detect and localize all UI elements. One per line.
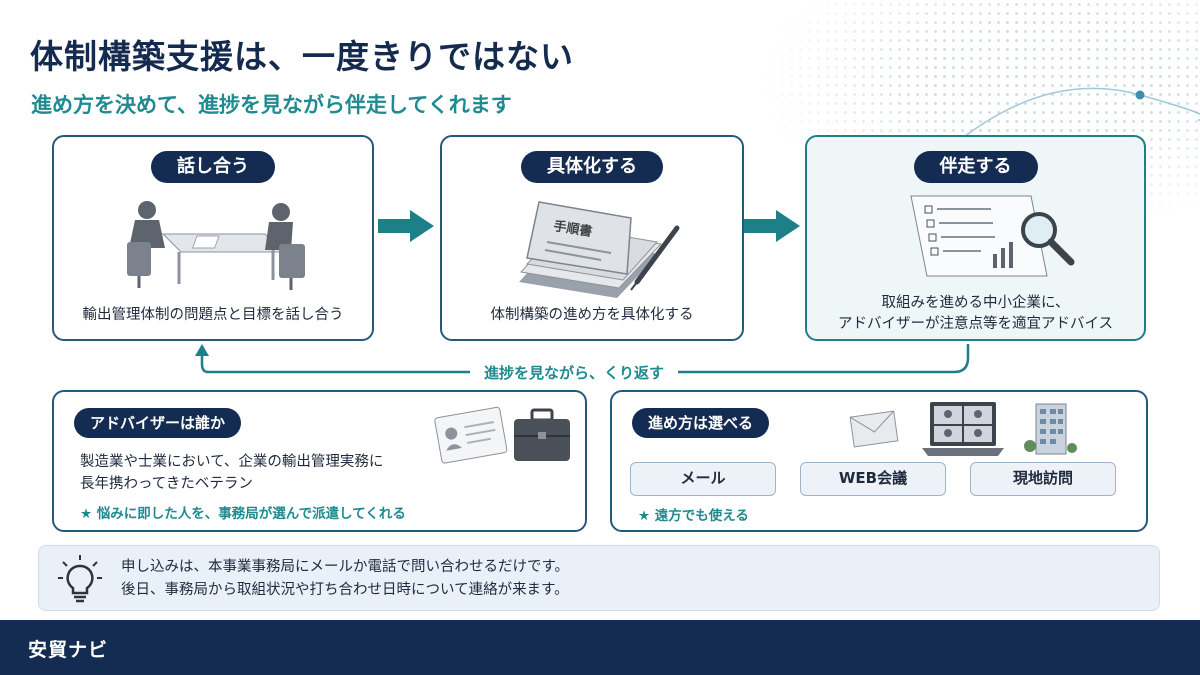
advisor-note: ★ 悩みに即した人を、事務局が選んで派遣してくれる — [80, 506, 406, 522]
methods-note: ★ 遠方でも使える — [638, 508, 749, 524]
footer-brand: 安貿ナビ — [28, 639, 109, 661]
advisor-text-line: 製造業や士業において、企業の輸出管理実務に — [80, 454, 384, 470]
step-description: 取組みを進める中小企業に、 アドバイザーが注意点等を適宜アドバイス — [815, 293, 1136, 335]
application-notice: 申し込みは、本事業事務局にメールか電話で問い合わせるだけです。 後日、事務局から… — [38, 545, 1160, 611]
advisor-text-line: 長年携わってきたベテラン — [80, 475, 253, 492]
envelope-icon — [849, 410, 899, 448]
office-building-icon — [1024, 403, 1077, 455]
book-title: 手順書 — [552, 218, 593, 240]
step-description-line: アドバイザーが注意点等を適宜アドバイス — [837, 316, 1114, 333]
advisor-heading: アドバイザーは誰か — [74, 408, 242, 438]
step-description: 体制構築の進め方を具体化する — [490, 307, 694, 323]
arrow-right-icon — [378, 210, 434, 242]
meeting-icon — [127, 201, 305, 290]
methods-heading: 進め方は選べる — [632, 408, 770, 438]
connection-arc-decoration — [959, 87, 1200, 141]
step-description-line: 取組みを進める中小企業に、 — [881, 295, 1070, 311]
id-card-icon — [434, 406, 508, 464]
advisor-panel: アドバイザーは誰か 製造業や士業において、企業の輸出管理実務に 長年携わってきた… — [52, 390, 587, 532]
advisor-text: 製造業や士業において、企業の輸出管理実務に 長年携わってきたベテラン — [80, 452, 383, 496]
step-label: 具体化する — [521, 151, 663, 183]
loop-label: 進捗を見ながら、くり返す — [470, 362, 679, 383]
manual-book-icon: 手順書 — [519, 201, 680, 298]
checklist-magnifier-icon — [909, 195, 1074, 277]
arrow-right-icon — [744, 210, 800, 242]
footer-bar: 安貿ナビ — [0, 620, 1200, 675]
step-card-discuss: 話し合う 輸出管理体制の問題点と目標を話し合う — [52, 135, 374, 341]
page-subtitle: 進め方を決めて、進捗を見ながら伴走してくれます — [31, 93, 512, 117]
lightbulb-icon — [58, 555, 102, 603]
method-site-visit-button[interactable]: 現地訪問 — [970, 462, 1116, 496]
notice-line: 後日、事務局から取組状況や打ち合わせ日時について連絡が来ます。 — [121, 582, 569, 599]
step-description: 輸出管理体制の問題点と目標を話し合う — [82, 307, 344, 323]
method-web-meeting-button[interactable]: WEB会議 — [800, 462, 946, 496]
page-title: 体制構築支援は、一度きりではない — [30, 37, 574, 76]
methods-panel: 進め方は選べる ★ 遠方でも使える — [610, 390, 1148, 532]
laptop-video-call-icon — [922, 402, 1004, 456]
step-card-accompany: 伴走する 取組みを進める中小企業に、 アドバイザーが注意点等を適宜アドバイス — [805, 135, 1146, 341]
step-label: 伴走する — [913, 151, 1038, 183]
notice-text: 申し込みは、本事業事務局にメールか電話で問い合わせるだけです。 後日、事務局から… — [121, 556, 569, 602]
step-card-concretize: 具体化する 手順書 体制構築の進め方を具体化する — [440, 135, 744, 341]
briefcase-icon — [514, 408, 570, 461]
method-email-button[interactable]: メール — [630, 462, 776, 496]
step-label: 話し合う — [151, 151, 275, 183]
notice-line: 申し込みは、本事業事務局にメールか電話で問い合わせるだけです。 — [121, 559, 570, 575]
